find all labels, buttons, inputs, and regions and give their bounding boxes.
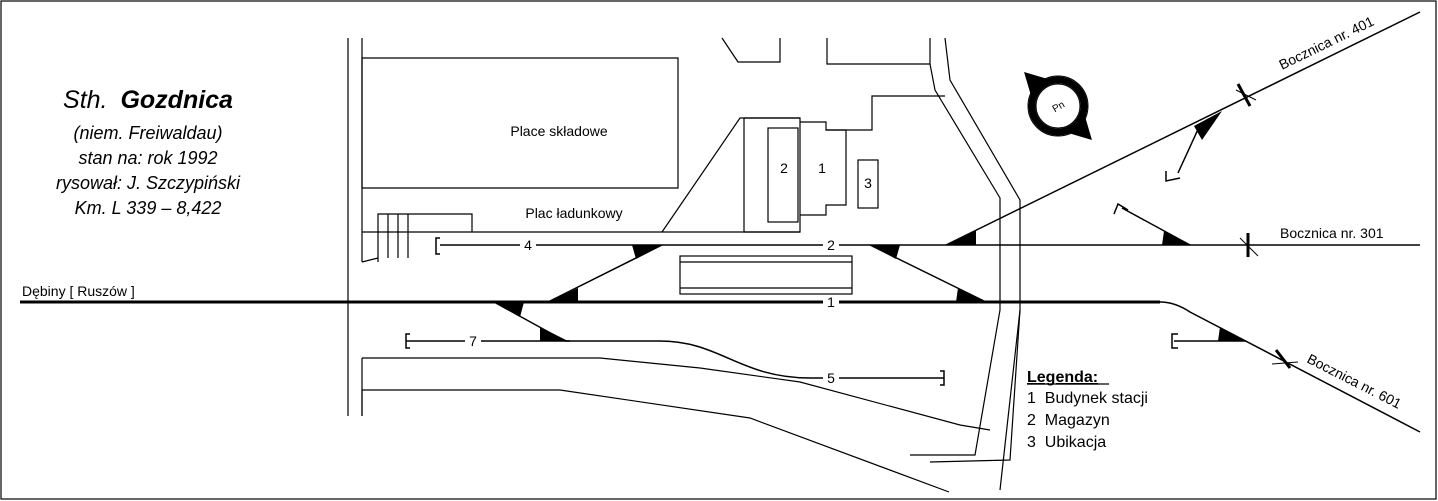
station-annex xyxy=(826,95,945,131)
road-fork-left xyxy=(721,37,781,63)
track-1-east xyxy=(1159,301,1421,433)
track-4-buffer xyxy=(435,237,440,255)
warehouse-building xyxy=(767,127,799,223)
legend: Legenda: 1 Budynek stacji 2 Magazyn 3 Ub… xyxy=(1027,369,1148,451)
spur-401-buffer xyxy=(1165,171,1181,182)
track-2-label: 2 xyxy=(827,237,835,253)
compass: Pn xyxy=(1024,72,1092,140)
left-ramp-structure xyxy=(361,213,473,263)
spur-301-buffer xyxy=(1113,202,1129,215)
switch-marker xyxy=(1162,231,1190,245)
legend-item: 2 Magazyn xyxy=(1027,412,1110,429)
road-edge-1 xyxy=(362,357,991,431)
track-5-buffer xyxy=(940,370,945,386)
track-4-label: 4 xyxy=(524,237,532,253)
switch-marker xyxy=(870,245,900,259)
title-block: Sth. Gozdnica (niem. Freiwaldau) stan na… xyxy=(56,86,241,218)
track-7-label: 7 xyxy=(469,333,477,349)
tracks xyxy=(20,11,1421,433)
road-block xyxy=(826,38,931,65)
kilometer: Km. L 339 – 8,422 xyxy=(75,198,222,218)
switch-marker xyxy=(548,288,578,302)
compass-ring xyxy=(1028,76,1088,136)
loading-area-label: Plac ładunkowy xyxy=(525,205,622,221)
compass-north-label: Pn xyxy=(1051,99,1067,115)
german-name: (niem. Freiwaldau) xyxy=(73,123,222,143)
switch-marker xyxy=(494,302,524,317)
legend-item: 3 Ubikacja xyxy=(1027,434,1106,451)
building-outline xyxy=(743,117,801,233)
switch-marker xyxy=(956,288,986,302)
legend-title: Legenda: xyxy=(1027,369,1098,386)
track-labels: 4 2 1 7 5 xyxy=(465,237,839,386)
track-7-buffer xyxy=(405,333,410,349)
toilet-building xyxy=(857,159,879,209)
road-right-outer xyxy=(944,37,1021,491)
track-1-label: 1 xyxy=(827,294,835,310)
switch-marker xyxy=(632,245,662,259)
siding-401-label: Bocznica nr. 401 xyxy=(1276,13,1376,73)
building-2-label: 2 xyxy=(780,160,788,176)
switch-marker xyxy=(946,230,976,245)
author: rysował: J. Szczypiński xyxy=(56,173,241,193)
road-right-end xyxy=(929,309,1021,463)
switch-marker xyxy=(1218,327,1246,341)
storage-yard-outline xyxy=(361,57,679,189)
track-to-siding-401 xyxy=(945,11,1421,246)
spur-301 xyxy=(1121,207,1191,246)
roads xyxy=(347,37,1021,493)
direction-west-label: Dębiny [ Ruszów ] xyxy=(22,283,135,299)
title-prefix: Sth. xyxy=(63,86,107,114)
road-edge-3 xyxy=(362,389,950,493)
track-5 xyxy=(565,340,944,379)
compass-south-arrow-icon xyxy=(1067,115,1092,140)
building-1-label: 1 xyxy=(818,160,826,176)
siding-301-label: Bocznica nr. 301 xyxy=(1280,225,1384,241)
state-year: stan na: rok 1992 xyxy=(78,148,217,168)
buildings: 2 1 3 xyxy=(743,95,945,233)
station-building xyxy=(800,121,847,216)
siding-601-label: Bocznica nr. 601 xyxy=(1305,350,1405,411)
switch-markers xyxy=(494,111,1246,341)
siding-boundaries xyxy=(1235,83,1299,369)
switch-marker xyxy=(540,327,568,341)
platform xyxy=(679,255,853,295)
title-line: Sth. Gozdnica xyxy=(63,86,233,114)
spur-601-buffer xyxy=(1171,333,1178,349)
compass-north-arrow-icon xyxy=(1024,72,1049,97)
track-5-label: 5 xyxy=(827,370,835,386)
station-name: Gozdnica xyxy=(120,86,233,114)
road-right-inner xyxy=(910,63,1001,456)
switch-marker xyxy=(1194,111,1222,140)
spur-401 xyxy=(1177,124,1201,174)
building-3-label: 3 xyxy=(864,175,872,191)
storage-area-label: Place składowe xyxy=(510,123,607,139)
legend-item: 1 Budynek stacji xyxy=(1027,390,1148,407)
